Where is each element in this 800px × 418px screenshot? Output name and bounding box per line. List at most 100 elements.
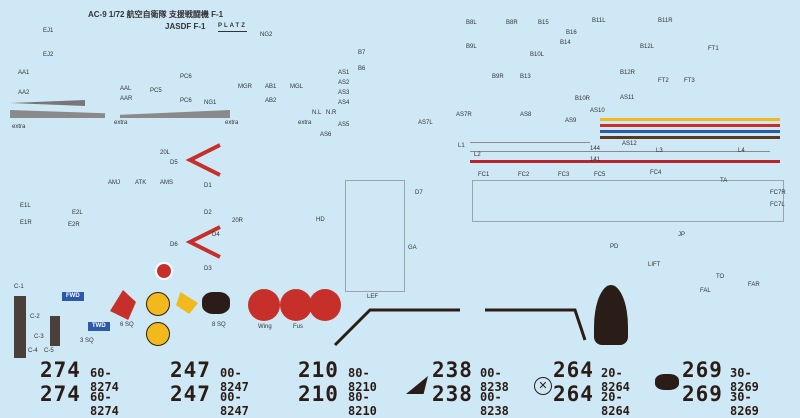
serial-number: 80-8210 bbox=[348, 390, 377, 418]
label: B16 bbox=[566, 30, 577, 36]
label: AS1 bbox=[338, 70, 350, 76]
red-chevron-decal bbox=[185, 225, 221, 259]
label: B12L bbox=[640, 44, 655, 50]
label: AS3 bbox=[338, 90, 350, 96]
stencil-panel bbox=[345, 180, 405, 292]
red-chevron-decal bbox=[185, 143, 221, 177]
label: AS8 bbox=[520, 112, 532, 118]
serial-number: 30-8269 bbox=[730, 390, 759, 418]
label: PC6 bbox=[180, 98, 192, 104]
label: FC4 bbox=[650, 170, 662, 176]
squadron-emblem bbox=[146, 322, 170, 346]
label: extra bbox=[12, 124, 26, 130]
label: AS7R bbox=[456, 112, 472, 118]
fwd-marking: FWD bbox=[62, 292, 84, 301]
serial-number: 80-8210 bbox=[348, 366, 377, 394]
aircraft-marking-set: 274 60-8274 274 60-8274 bbox=[40, 358, 119, 418]
label: B13 bbox=[520, 74, 531, 80]
intake-line-decal bbox=[333, 308, 460, 347]
radome-decal bbox=[594, 285, 628, 345]
label: AS9 bbox=[565, 118, 577, 124]
yellow-stripe-decal bbox=[600, 118, 780, 121]
label: MGL bbox=[290, 84, 304, 90]
label: FC5 bbox=[594, 172, 606, 178]
hinomaru-roundel bbox=[248, 289, 280, 321]
panel-line bbox=[470, 142, 590, 143]
label: NG1 bbox=[204, 100, 217, 106]
label: 20L bbox=[160, 150, 171, 156]
label: PC6 bbox=[180, 74, 192, 80]
label: PD bbox=[610, 244, 619, 250]
label: FAR bbox=[748, 282, 760, 288]
sheet-subtitle: JASDF F-1 bbox=[165, 22, 206, 31]
label: B8R bbox=[506, 20, 518, 26]
label: AAR bbox=[120, 96, 133, 102]
walkway-decal bbox=[10, 110, 105, 118]
tail-number: 238 bbox=[432, 382, 473, 406]
label: PC5 bbox=[150, 88, 162, 94]
label: B9R bbox=[492, 74, 504, 80]
label: D5 bbox=[170, 160, 178, 166]
hinomaru-roundel bbox=[309, 289, 341, 321]
hinomaru-roundel bbox=[280, 289, 312, 321]
label: 8 SQ bbox=[212, 322, 226, 328]
label: 141 bbox=[590, 157, 601, 163]
label: E1L bbox=[20, 203, 31, 209]
squadron-emblem bbox=[406, 376, 428, 394]
serial-number: 20-8264 bbox=[601, 390, 630, 418]
label: MGR bbox=[238, 84, 252, 90]
label: AA1 bbox=[18, 70, 30, 76]
label: D1 bbox=[204, 183, 212, 189]
serial-number: 30-8269 bbox=[730, 366, 759, 394]
tail-number: 247 bbox=[170, 358, 211, 382]
unit-crest-emblem: ✕ bbox=[534, 377, 552, 395]
label: D2 bbox=[204, 210, 212, 216]
tail-number: 274 bbox=[40, 382, 81, 406]
squadron-emblem bbox=[176, 292, 198, 314]
red-stripe-decal bbox=[470, 160, 780, 163]
label: B10L bbox=[530, 52, 545, 58]
cockpit-panel-decal bbox=[14, 296, 26, 358]
serial-number: 00-8238 bbox=[480, 390, 509, 418]
label: 144 bbox=[590, 146, 601, 152]
label: E2L bbox=[72, 210, 83, 216]
label: HD bbox=[316, 217, 325, 223]
label: 6 SQ bbox=[120, 322, 134, 328]
label: B10R bbox=[575, 96, 591, 102]
label: LIFT bbox=[648, 262, 661, 268]
label: C-1 bbox=[14, 284, 24, 290]
intake-line-decal bbox=[485, 308, 587, 341]
label: N.L bbox=[312, 110, 322, 116]
label: D4 bbox=[212, 232, 220, 238]
serial-number: 00-8247 bbox=[220, 390, 249, 418]
label: L4 bbox=[738, 148, 745, 154]
label: AS4 bbox=[338, 100, 350, 106]
label: D6 bbox=[170, 242, 178, 248]
label: extra bbox=[225, 120, 239, 126]
label: C-2 bbox=[30, 314, 40, 320]
label: E1R bbox=[20, 220, 32, 226]
red-stripe-decal bbox=[600, 124, 780, 127]
label: FC1 bbox=[478, 172, 490, 178]
label: FC7R bbox=[770, 190, 786, 196]
tail-number: 210 bbox=[298, 358, 339, 382]
fuselage-panel-decal bbox=[472, 180, 784, 222]
label: AS10 bbox=[590, 108, 605, 114]
label: LEF bbox=[367, 294, 379, 300]
label: AS11 bbox=[620, 95, 635, 101]
label: C-3 bbox=[34, 334, 44, 340]
label: TA bbox=[720, 178, 728, 184]
label: B9L bbox=[466, 44, 477, 50]
tail-number: 247 bbox=[170, 382, 211, 406]
brand-logo: PLATZ bbox=[218, 22, 247, 32]
label: AB2 bbox=[265, 98, 277, 104]
blue-stripe-decal bbox=[600, 130, 780, 133]
tail-number: 238 bbox=[432, 358, 473, 382]
label: 20R bbox=[232, 218, 244, 224]
label: AS7L bbox=[418, 120, 433, 126]
tail-number: 269 bbox=[682, 358, 723, 382]
aircraft-marking-set: 210 80-8210 210 80-8210 bbox=[298, 358, 377, 418]
aircraft-marking-set: 264 20-8264 264 20-8264 bbox=[553, 358, 630, 418]
label: E2R bbox=[68, 222, 80, 228]
twd-marking: TWD bbox=[88, 322, 110, 331]
